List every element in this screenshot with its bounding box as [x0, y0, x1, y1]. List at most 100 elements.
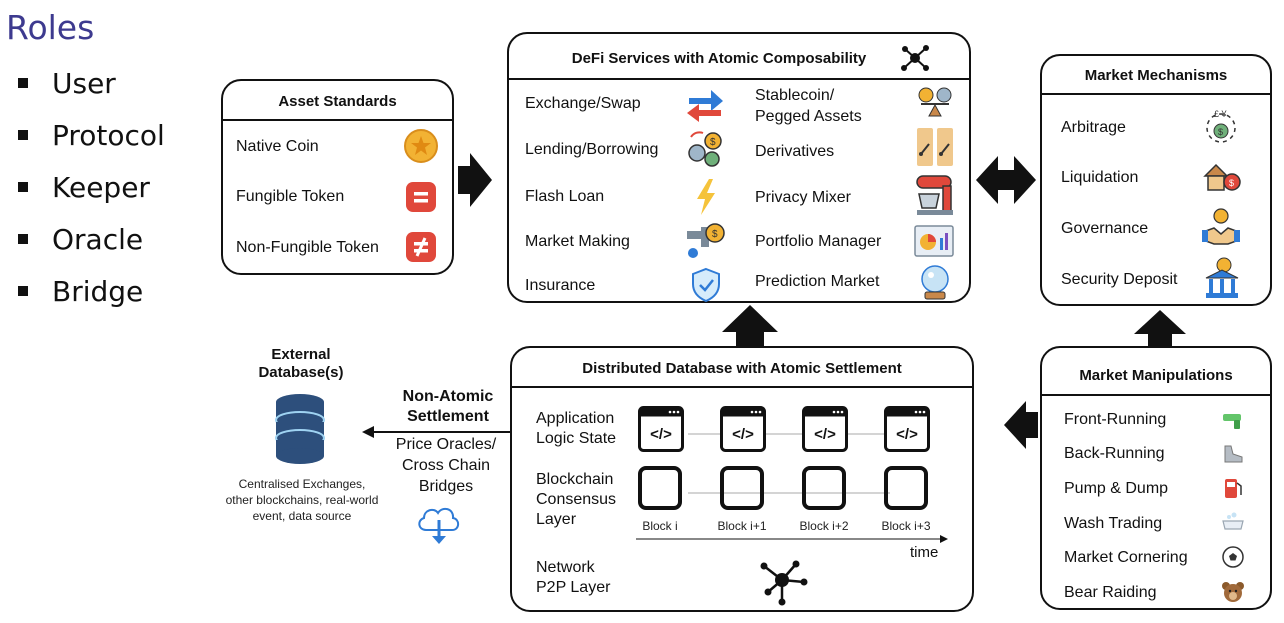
code-window-icon-1: </> [720, 406, 766, 452]
cloud-download-icon [414, 500, 464, 546]
lending-people-icon: $ [685, 129, 725, 169]
service-portfolio-manager: Portfolio Manager [755, 233, 882, 250]
app-logic-layer-label: Application Logic State [536, 409, 616, 449]
house-money-icon: $ [1202, 160, 1242, 196]
settlement-title-line1: Non-Atomic [402, 388, 494, 405]
bear-face-icon [1220, 579, 1246, 605]
external-db-caption-line2: other blockchains, real-world [225, 493, 379, 507]
consensus-layer-label: Blockchain Consensus Layer [536, 470, 616, 530]
manipulation-bear-raiding: Bear Raiding [1064, 584, 1157, 601]
settlement-sub-line2: Cross Chain [401, 457, 491, 474]
shield-check-icon [691, 267, 721, 303]
svg-text:$: $ [712, 229, 718, 240]
water-gun-icon [1220, 406, 1246, 432]
block-square-2 [802, 466, 846, 510]
distributed-db-title: Distributed Database with Atomic Settlem… [582, 360, 902, 377]
settlement-arrow-left-head [362, 426, 374, 438]
role-item-bridge: Bridge [18, 272, 165, 324]
arrow-manipulations-to-mechanisms [1134, 310, 1186, 348]
settlement-title: Non-Atomic Settlement [378, 387, 518, 427]
settlement-sub-line1: Price Oracles/ [395, 436, 497, 453]
settlement-subtitle: Price Oracles/ Cross Chain Bridges [374, 434, 518, 497]
not-equal-token-icon [405, 231, 437, 263]
svg-text:</>: </> [896, 426, 918, 443]
service-market-making: Market Making [525, 233, 630, 250]
mechanism-governance: Governance [1061, 220, 1149, 237]
manipulation-pump-dump: Pump & Dump [1064, 480, 1169, 497]
block-square-0 [638, 466, 682, 510]
mechanism-liquidation: Liquidation [1061, 169, 1139, 186]
time-axis-label: time [910, 544, 939, 561]
network-hub-node [775, 573, 789, 587]
external-db-caption-line1: Centralised Exchanges, [238, 477, 366, 491]
roles-title: Roles [6, 8, 95, 47]
arrow-distributed-to-defi [722, 305, 778, 346]
bathtub-icon [1220, 509, 1246, 535]
external-db-title: External Database(s) [226, 346, 376, 382]
service-exchange-swap: Exchange/Swap [525, 95, 641, 112]
svg-text:</>: </> [650, 426, 672, 443]
network-line1: Network [536, 559, 595, 576]
settlement-sub-line3: Bridges [418, 478, 474, 495]
asset-nft-label: Non-Fungible Token [236, 239, 379, 256]
code-window-icon-3: </> [884, 406, 930, 452]
svg-text:</>: </> [732, 426, 754, 443]
arrow-manipulations-to-distributed [1004, 401, 1038, 449]
service-lending-borrowing: Lending/Borrowing [525, 141, 659, 158]
svg-text:$: $ [710, 137, 716, 148]
external-db-caption: Centralised Exchanges, other blockchains… [204, 476, 400, 524]
block-square-3 [884, 466, 928, 510]
app-logic-line2: Logic State [536, 430, 617, 447]
service-prediction-market: Prediction Market [755, 273, 880, 290]
shoe-icon [1220, 440, 1246, 466]
handshake-icon [1200, 206, 1242, 250]
block-label-2: Block i+2 [799, 519, 849, 533]
equals-token-icon [405, 181, 437, 213]
asset-standards-title: Asset Standards [278, 93, 397, 110]
svg-text:$: $ [1229, 178, 1234, 188]
role-item-user: User [18, 64, 165, 116]
swap-arrows-icon [685, 84, 725, 124]
manipulation-wash-trading: Wash Trading [1064, 515, 1163, 532]
roles-list: User Protocol Keeper Oracle Bridge [18, 64, 165, 324]
faucet-coin-icon: $ [683, 221, 727, 261]
settlement-title-line2: Settlement [407, 408, 489, 425]
asset-native-coin-label: Native Coin [236, 138, 319, 155]
service-derivatives: Derivatives [755, 143, 835, 160]
network-layer-label: Network P2P Layer [536, 558, 610, 598]
crystal-ball-icon [915, 262, 955, 302]
svg-text:$: $ [1218, 127, 1223, 137]
block-square-1 [720, 466, 764, 510]
block-label-0: Block i [642, 519, 678, 533]
arrow-defi-mechanisms [976, 156, 1036, 204]
block-label-3: Block i+3 [881, 519, 931, 533]
consensus-line3: Layer [536, 511, 577, 528]
role-item-keeper: Keeper [18, 168, 165, 220]
service-insurance: Insurance [525, 277, 596, 294]
block-label-1: Block i+1 [717, 519, 767, 533]
manipulation-front-running: Front-Running [1064, 411, 1167, 428]
network-line2: P2P Layer [536, 579, 611, 596]
bank-deposit-icon [1202, 256, 1242, 302]
asset-fungible-token-label: Fungible Token [236, 188, 345, 205]
stand-mixer-icon [913, 172, 957, 218]
consensus-line1: Blockchain [536, 471, 614, 488]
code-window-icon-2: </> [802, 406, 848, 452]
mechanism-arbitrage: Arbitrage [1061, 119, 1126, 136]
distributed-db-panel: Distributed Database with Atomic Settlem… [510, 346, 974, 612]
market-mechanisms-title: Market Mechanisms [1084, 67, 1228, 84]
manipulation-back-running: Back-Running [1064, 445, 1165, 462]
scale-faces-icon [917, 84, 953, 120]
external-db-title-line2: Database(s) [258, 364, 344, 381]
defi-services-title: DeFi Services with Atomic Composability [571, 50, 867, 67]
external-db-title-line1: External [271, 346, 331, 363]
service-stablecoin-line2: Pegged Assets [755, 108, 862, 125]
fuel-pump-icon [1220, 475, 1246, 501]
market-manipulations-title: Market Manipulations [1079, 367, 1233, 384]
market-mechanisms-panel: Market Mechanisms Arbitrage $ £ ¥ Liquida… [1040, 54, 1272, 306]
code-window-icon-0: </> [638, 406, 684, 452]
service-stablecoin-line1: Stablecoin/ [755, 87, 835, 104]
svg-text:£ ¥: £ ¥ [1214, 109, 1228, 119]
role-item-oracle: Oracle [18, 220, 165, 272]
